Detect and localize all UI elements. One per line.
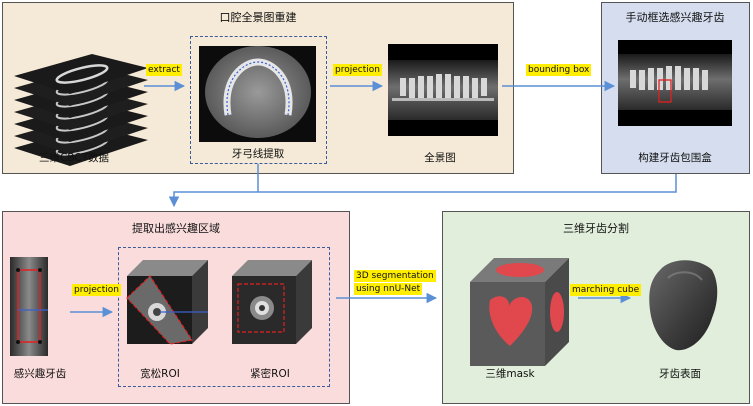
projection-tag: projection bbox=[333, 64, 382, 76]
tight-roi-caption: 紧密ROI bbox=[250, 368, 290, 380]
tight-roi-cube bbox=[232, 260, 312, 344]
tooth-of-interest-image bbox=[10, 257, 48, 356]
3d-mask-cube bbox=[470, 258, 569, 366]
arch-extraction-dashed-box bbox=[190, 36, 327, 164]
bounding-box-panoramic-image bbox=[618, 40, 732, 126]
loose-roi-cube bbox=[126, 260, 208, 345]
panoramic-image bbox=[388, 44, 498, 136]
extract-tag: extract bbox=[146, 64, 182, 76]
tooth-of-interest-caption: 感兴趣牙齿 bbox=[13, 368, 67, 380]
panorama-caption: 全景图 bbox=[424, 152, 456, 164]
box-panel-title: 手动框选感兴趣牙齿 bbox=[625, 11, 725, 24]
loose-roi-caption: 宽松ROI bbox=[140, 368, 180, 380]
bounding-box-caption: 构建牙齿包围盒 bbox=[638, 152, 712, 164]
roi-dashed-box bbox=[118, 247, 330, 387]
arch-ct-image bbox=[199, 46, 316, 142]
arrow-to-roi bbox=[168, 174, 677, 208]
cbct-caption: 三维CBCT数据 bbox=[38, 152, 110, 164]
cbct-slice-stack bbox=[14, 54, 148, 166]
surface-caption: 牙齿表面 bbox=[659, 368, 701, 380]
segmentation-tag-line2: using nnU-Net bbox=[354, 283, 423, 295]
mask-caption: 三维mask bbox=[485, 368, 535, 380]
seg-panel-title: 三维牙齿分割 bbox=[563, 222, 629, 235]
bounding-box-tag: bounding box bbox=[526, 64, 592, 76]
segmentation-tag-line1: 3D segmentation bbox=[354, 270, 436, 282]
roi-panel-title: 提取出感兴趣区域 bbox=[132, 222, 220, 235]
recon-panel-title: 口腔全景图重建 bbox=[219, 11, 297, 24]
tooth-bounding-box bbox=[658, 79, 672, 103]
projection-roi-tag: projection bbox=[72, 284, 121, 296]
tooth-surface-render bbox=[649, 260, 718, 351]
marching-cube-tag: marching cube bbox=[570, 284, 642, 296]
flow-arrows bbox=[70, 80, 677, 318]
arch-caption: 牙弓线提取 bbox=[231, 148, 285, 160]
